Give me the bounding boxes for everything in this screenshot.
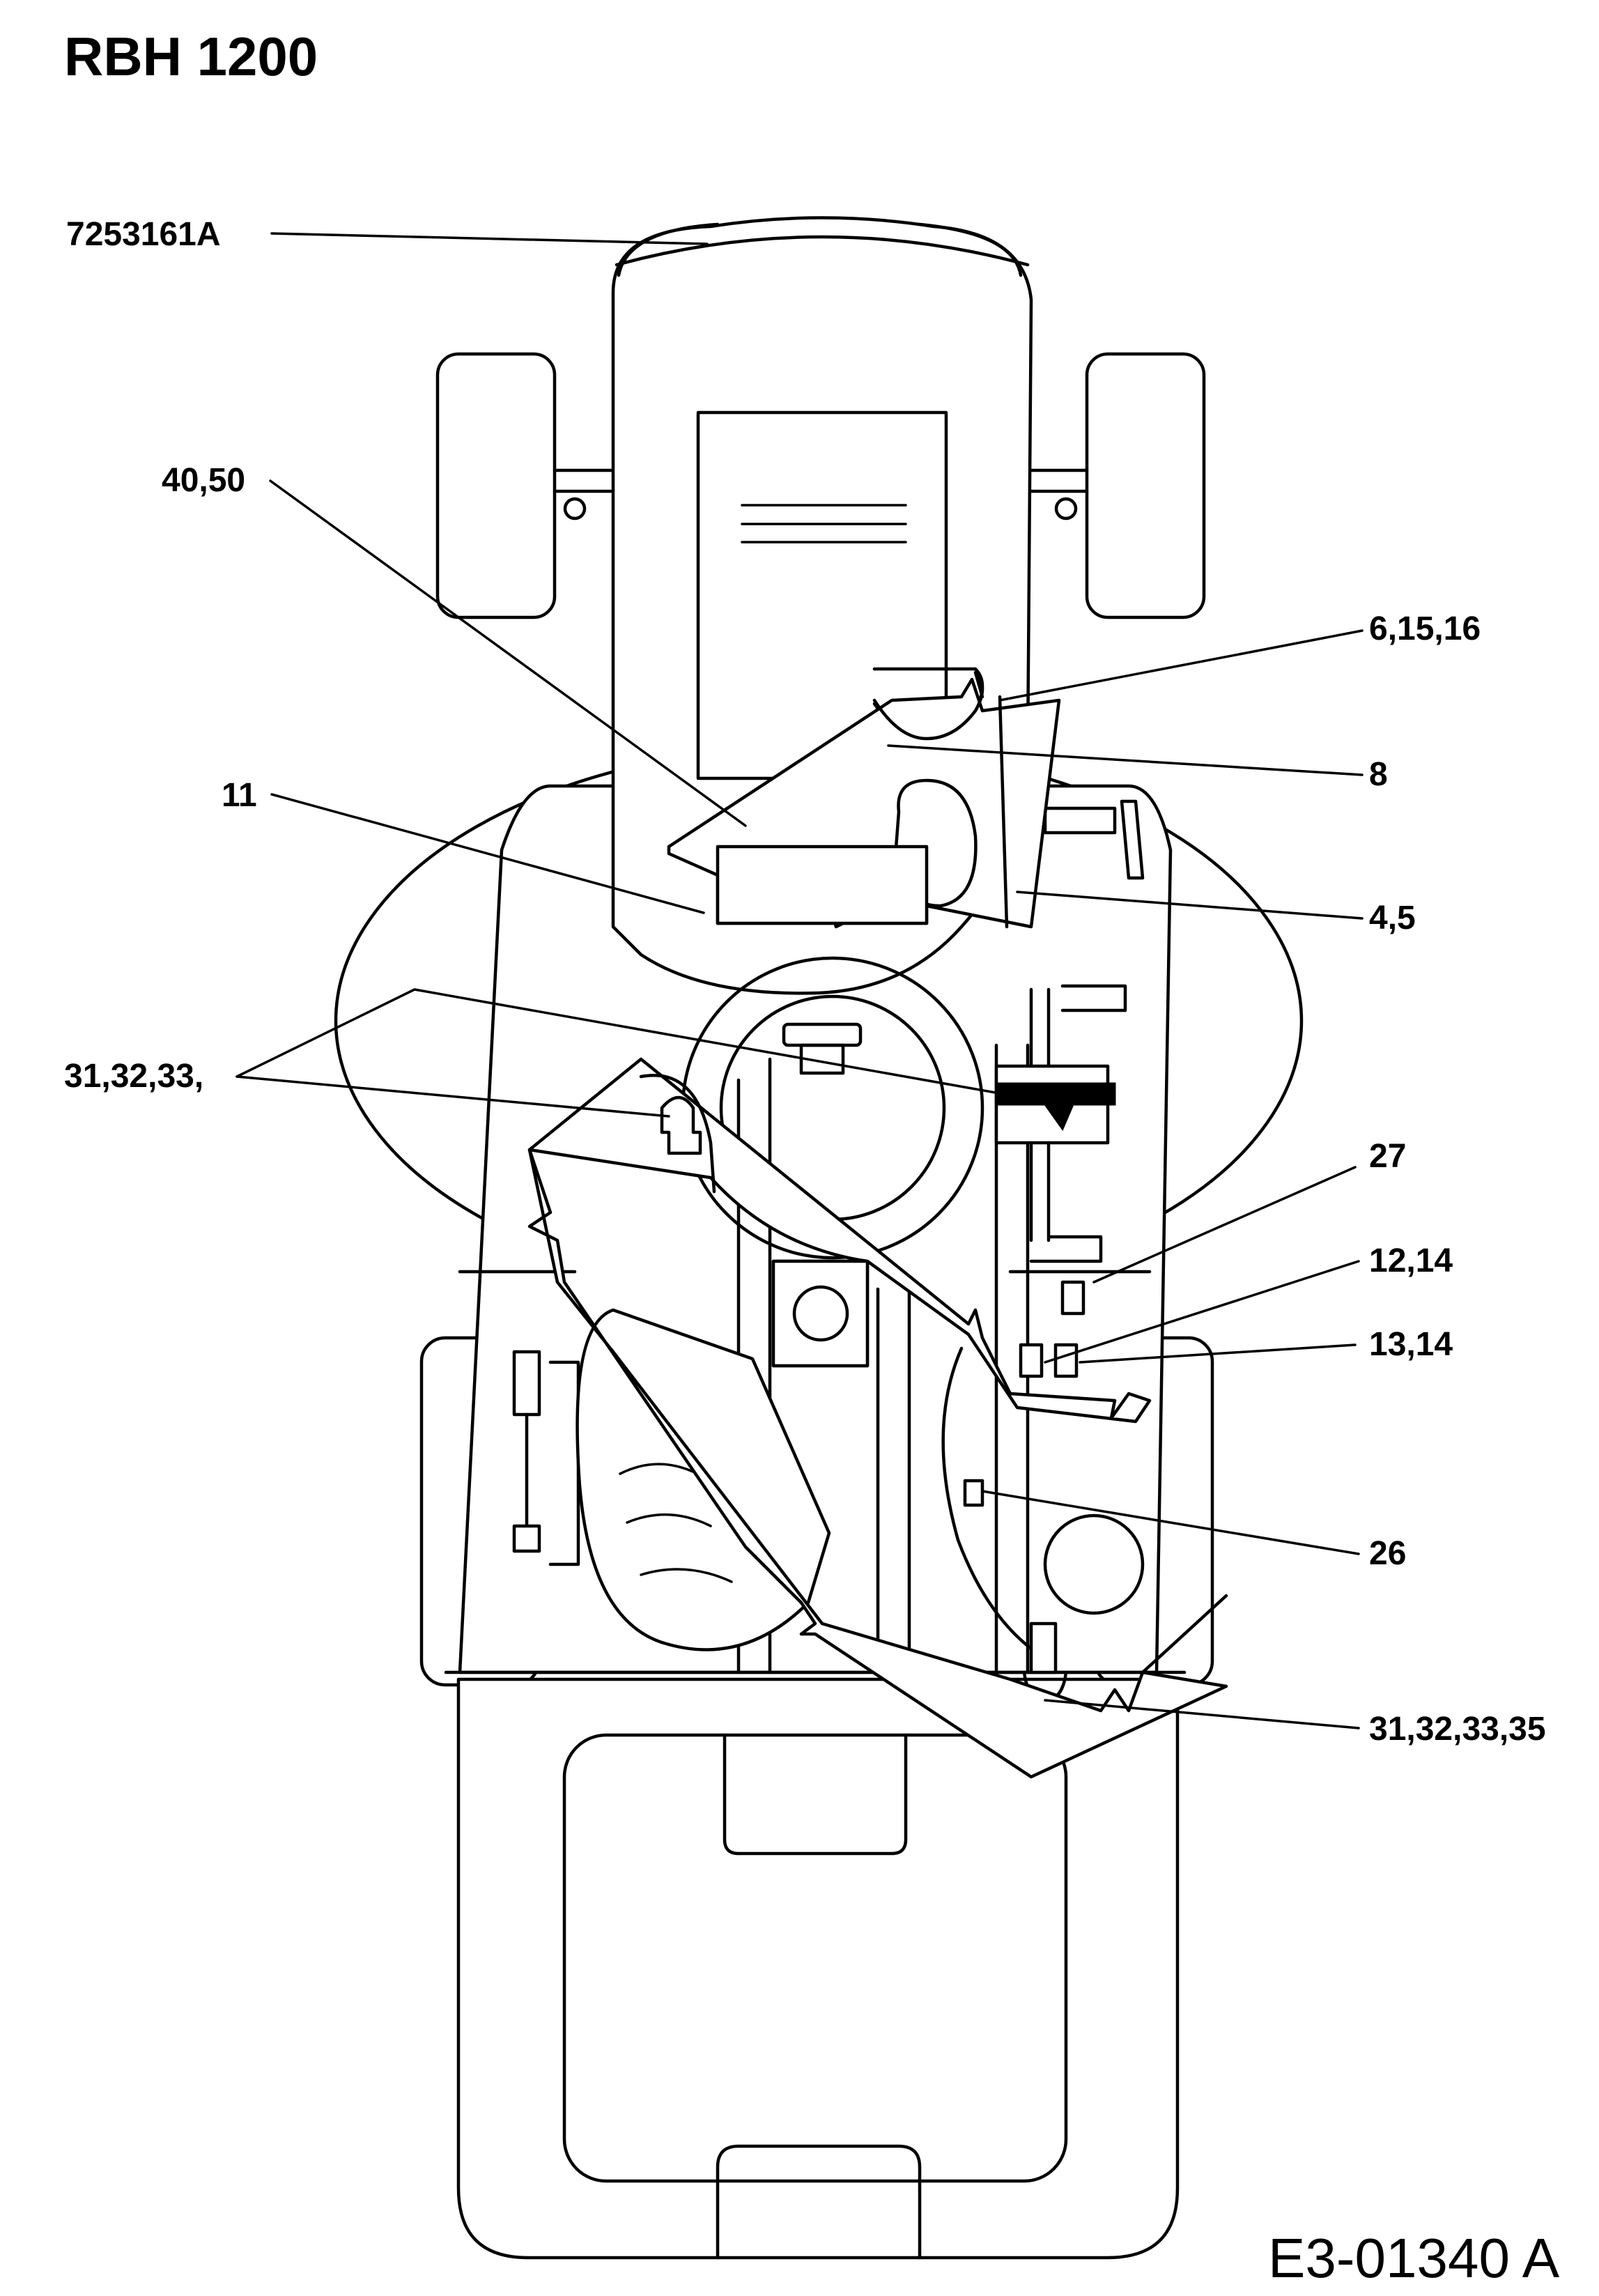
- callout-labels: 7253161A 40,50 6,15,16 8 11 4,5 31,32,33…: [64, 216, 1546, 1748]
- callout-31-32-33-35: 31,32,33,35: [1369, 1711, 1546, 1748]
- tractor-drawing: [334, 216, 1304, 2260]
- grass-catcher: [456, 1677, 1180, 2260]
- diagram-title: RBH 1200: [64, 26, 318, 87]
- callout-12-14: 12,14: [1369, 1242, 1453, 1279]
- front-right-wheel: [1085, 352, 1206, 619]
- callout-6-15-16: 6,15,16: [1369, 610, 1481, 647]
- drawing-code: E3-01340 A: [1268, 2227, 1560, 2289]
- callout-13-14: 13,14: [1369, 1326, 1453, 1363]
- callout-27: 27: [1369, 1138, 1406, 1175]
- leader-lines: [235, 232, 1364, 1729]
- cutaway-panel-lower: [527, 1148, 1228, 1779]
- callout-4-5: 4,5: [1369, 900, 1416, 937]
- callout-31-32-33: 31,32,33,: [64, 1058, 203, 1095]
- front-left-wheel: [435, 352, 557, 619]
- callout-40-50: 40,50: [162, 462, 245, 499]
- callout-26: 26: [1369, 1535, 1406, 1572]
- callout-8: 8: [1369, 756, 1388, 793]
- callout-11: 11: [222, 777, 257, 814]
- callout-7253161a: 7253161A: [66, 216, 221, 253]
